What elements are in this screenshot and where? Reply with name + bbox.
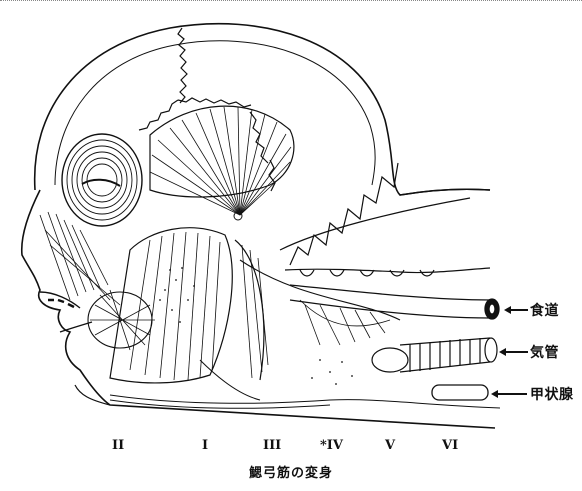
esophagus	[290, 285, 499, 319]
label-trachea: 気管	[530, 342, 559, 362]
arch-numeral: I	[202, 438, 208, 453]
nerve-lines	[110, 212, 500, 408]
thyroid-arrow	[497, 393, 527, 395]
temporalis-muscle	[150, 106, 294, 215]
cranial-sutures	[139, 28, 275, 191]
hyoid-stipple	[159, 267, 353, 385]
skull-inner-contour	[55, 41, 375, 185]
label-esophagus: 食道	[530, 300, 559, 320]
esophagus-arrow	[510, 309, 528, 311]
arch-numeral: *IV	[320, 438, 343, 453]
arch-numeral: VI	[442, 438, 458, 453]
cervical-vertebrae	[280, 163, 490, 276]
skull-outline	[35, 24, 490, 195]
arch-numeral: II	[112, 438, 124, 453]
neck-muscles	[235, 240, 400, 380]
thyroid-gland	[432, 385, 488, 400]
arch-numeral: III	[263, 438, 281, 453]
facial-muscles	[40, 212, 155, 350]
trachea	[372, 338, 497, 372]
mouth	[40, 292, 92, 332]
label-thyroid: 甲状腺	[530, 384, 574, 404]
figure-caption: 鰓弓筋の変身	[0, 462, 582, 481]
masseter-muscle	[110, 228, 232, 383]
trachea-arrow	[505, 351, 528, 353]
orbicularis-oculi	[62, 134, 142, 226]
face-profile	[22, 190, 495, 428]
arch-numeral: V	[385, 438, 395, 453]
